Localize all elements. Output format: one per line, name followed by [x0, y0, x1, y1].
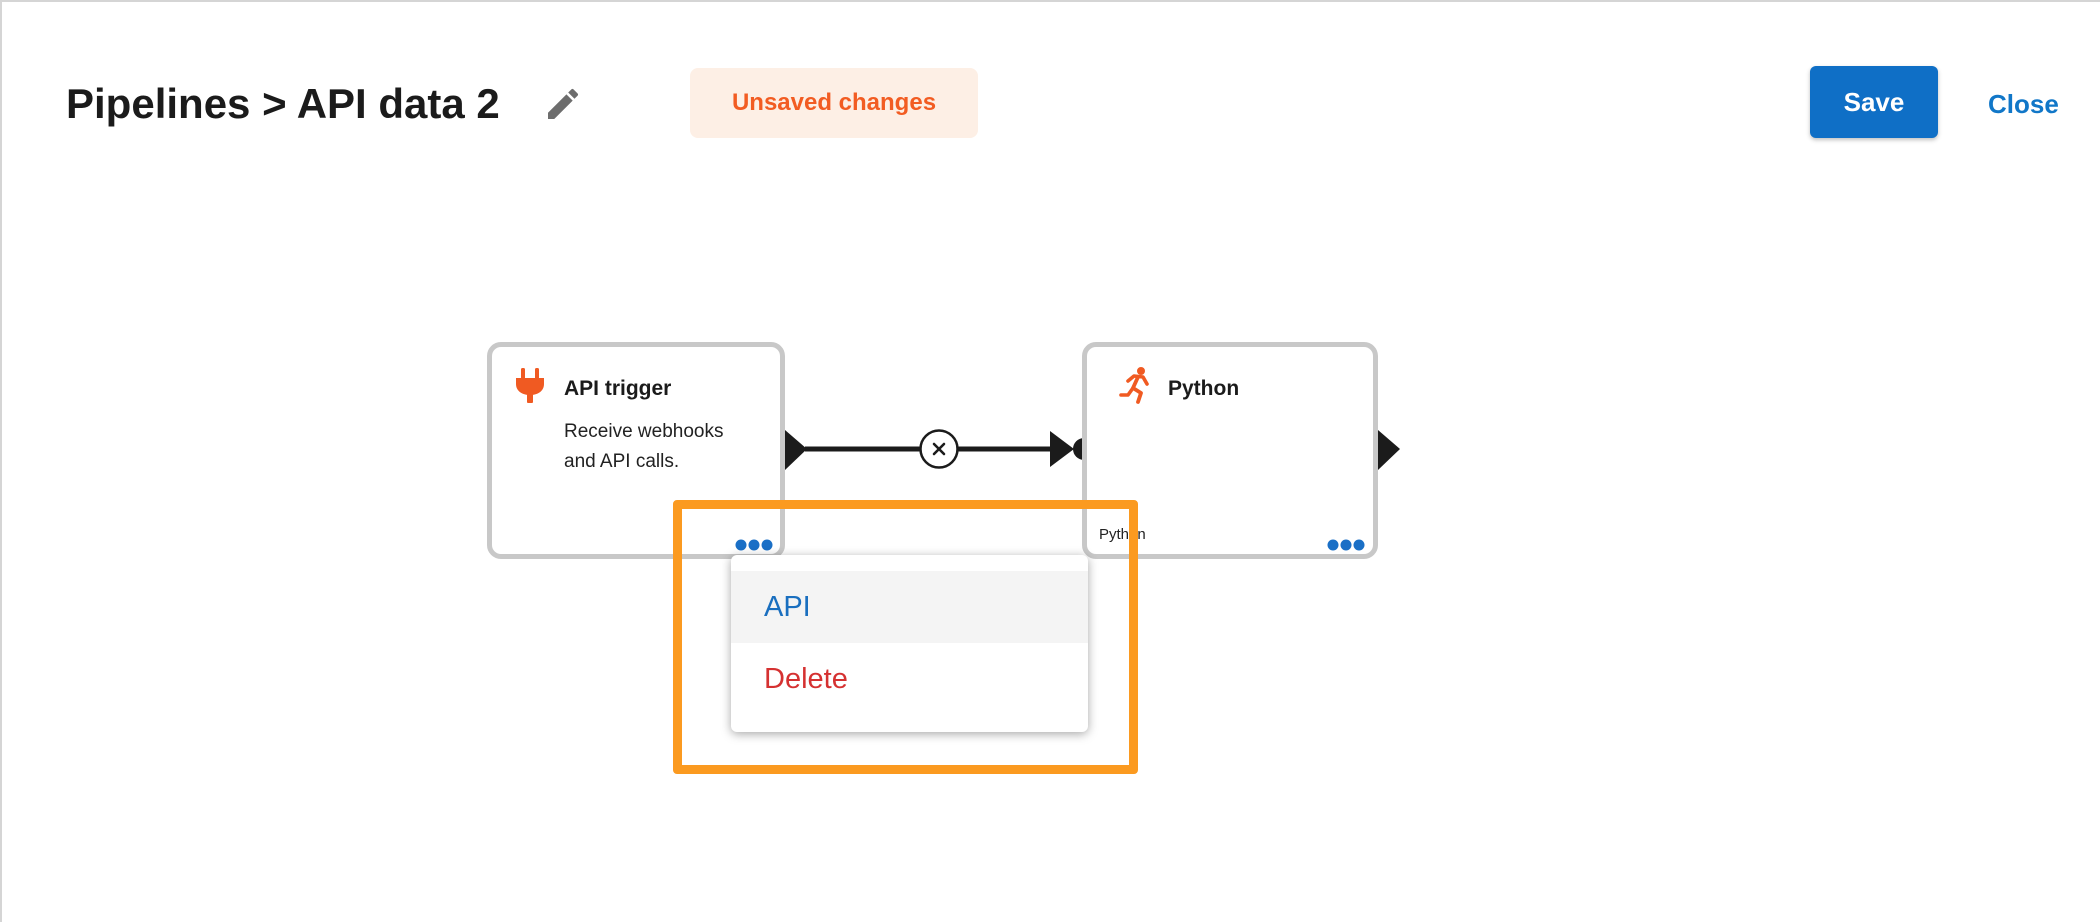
unsaved-changes-badge: Unsaved changes: [690, 68, 978, 138]
close-button[interactable]: Close: [1988, 89, 2059, 119]
node-python[interactable]: Python Python: [1082, 342, 1378, 559]
more-dots-icon[interactable]: [1327, 537, 1367, 553]
node-context-menu: API Delete: [731, 555, 1088, 732]
more-dots-icon[interactable]: [735, 537, 775, 553]
node-description: Receive webhooks and API calls.: [564, 421, 724, 472]
plug-icon: [511, 365, 551, 405]
pencil-icon[interactable]: [543, 84, 583, 124]
menu-item-api[interactable]: API: [731, 571, 1088, 643]
menu-item-delete[interactable]: Delete: [764, 663, 848, 695]
remove-connection-icon[interactable]: [919, 429, 959, 469]
node-api-trigger[interactable]: API trigger Receive webhooks and API cal…: [487, 342, 785, 559]
node-title: Python: [1168, 377, 1240, 400]
node-subtitle: Python: [1099, 526, 1146, 543]
node-title: API trigger: [564, 377, 672, 400]
save-button[interactable]: Save: [1810, 66, 1938, 138]
running-person-icon: [1116, 365, 1156, 405]
page-title: Pipelines > API data 2: [66, 80, 500, 127]
